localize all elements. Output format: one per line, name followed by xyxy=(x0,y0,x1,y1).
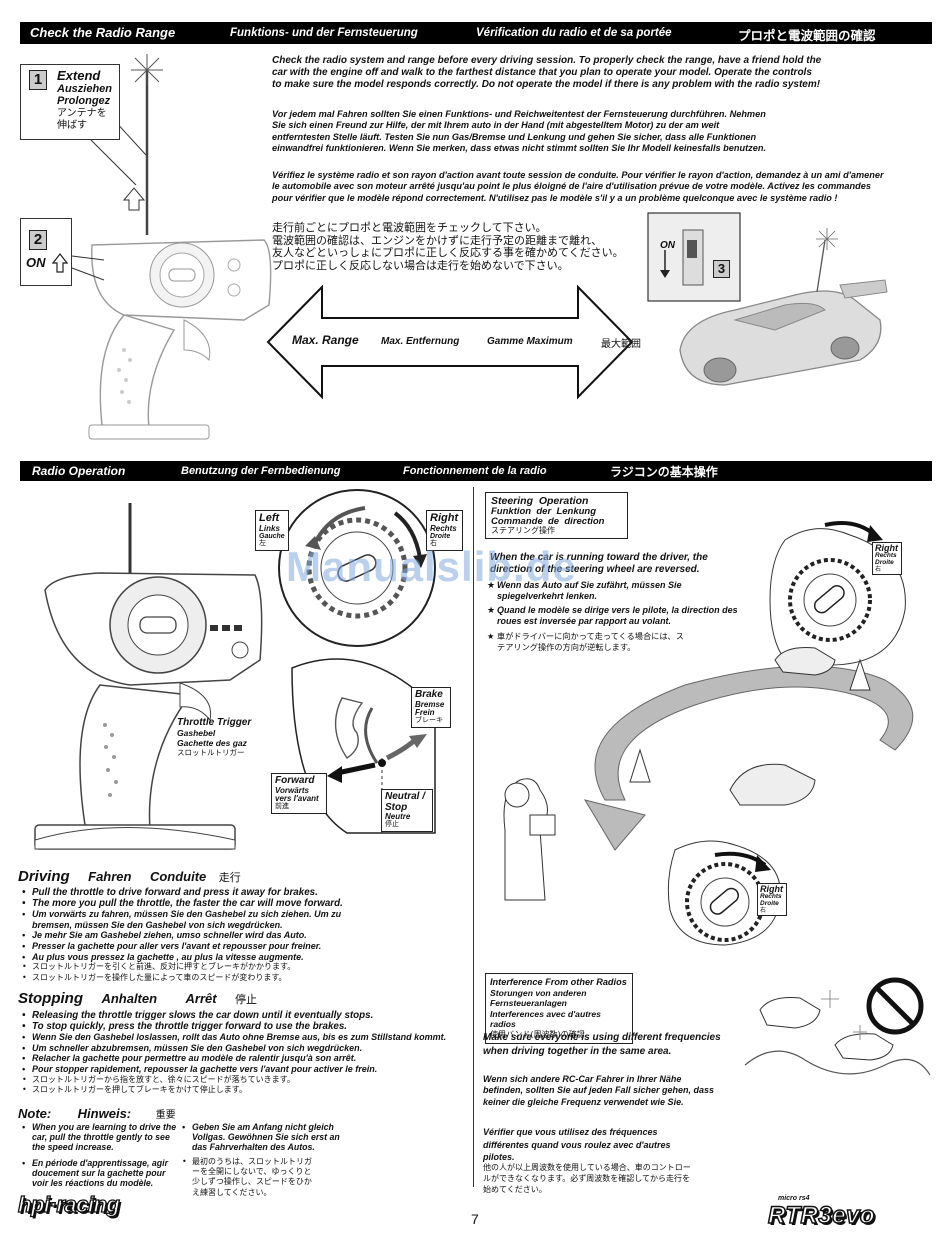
driving-bullet-8: スロットルトリガーを操作した量によって車のスピードが変わります。 xyxy=(20,973,450,984)
right-label-top: Right Rechts Droite 右 xyxy=(872,542,902,576)
step-2-on-label: ON xyxy=(26,255,46,270)
step-1-jp: アンテナを 伸ばす xyxy=(57,108,107,131)
stopping-bullets: Releasing the throttle trigger slows the… xyxy=(20,1010,465,1096)
radio-range-text-jp: 走行前ごとにプロポと電波範囲をチェックして下さい。 電波範囲の確認は、エンジンを… xyxy=(272,221,624,272)
driving-bullet-4: Je mehr Sie am Gashebel ziehen, umso sch… xyxy=(20,930,450,941)
brake-label: Brake Bremse Frein ブレーキ xyxy=(411,687,451,728)
bar2-title-en: Radio Operation xyxy=(32,464,126,478)
stopping-bullet-1: Releasing the throttle trigger slows the… xyxy=(20,1010,465,1022)
driving-bullet-2: The more you pull the throttle, the fast… xyxy=(20,898,450,910)
page-number: 7 xyxy=(471,1211,479,1227)
interference-illustration xyxy=(744,977,931,1076)
stopping-bullet-4: Um schneller abzubremsen, müssen Sie den… xyxy=(20,1043,465,1054)
step-1-fr: Prolongez xyxy=(57,95,111,107)
steering-text-fr: ★Quand le modèle se dirige vers le pilot… xyxy=(487,605,738,626)
radio-range-text-en: Check the radio system and range before … xyxy=(272,55,822,90)
stopping-bullet-2: To stop quickly, press the throttle trig… xyxy=(20,1021,465,1033)
driving-bullet-6: Au plus vous pressez la gachette , au pl… xyxy=(20,952,450,963)
note-left-fr: •En période d'apprentissage, agir doucem… xyxy=(22,1158,169,1189)
hpi-racing-logo: hpi·racing xyxy=(17,1191,120,1217)
bar-title-de: Funktions- und der Fernsteuerung xyxy=(230,27,418,39)
step-1-en: Extend xyxy=(57,68,101,83)
driving-bullet-3: Um vorwärts zu fahren, müssen Sie den Ga… xyxy=(20,909,380,930)
note-right-jp: •最初のうちは、スロットルトリガーを全開にしないで、ゆっくりと少しずつ操作し、ス… xyxy=(182,1157,312,1197)
steering-track-scene xyxy=(503,521,914,946)
step-1-de: Ausziehen xyxy=(57,83,113,95)
max-range-jp: 最大範囲 xyxy=(601,339,641,350)
driving-bullet-5: Presser la gachette pour aller vers l'av… xyxy=(20,941,450,952)
steering-text-jp: ★車がドライバーに向かって走ってくる場合には、ステアリング操作の方向が逆転します… xyxy=(487,631,684,652)
radio-range-text-fr: Vérifiez le système radio et son rayon d… xyxy=(272,170,884,203)
bar2-title-de: Benutzung der Fernbedienung xyxy=(181,465,341,477)
steering-wheel-zoom xyxy=(278,489,436,647)
rtr3evo-logo: RTR3evo xyxy=(767,1201,876,1230)
step-3-on-label: ON xyxy=(660,240,675,251)
forward-label: Forward Vorwärts vers l'avant 前進 xyxy=(271,773,327,814)
bar-title-en: Check the Radio Range xyxy=(30,25,176,40)
steering-operation-box: Steering Operation Funktion der Lenkung … xyxy=(485,492,628,540)
stopping-bullet-3: Wenn Sie den Gashebel loslassen, rollt d… xyxy=(20,1032,465,1043)
interference-text-en: Make sure everyone is using different fr… xyxy=(483,1032,721,1057)
bar2-title-jp: ラジコンの基本操作 xyxy=(610,465,718,479)
step-2-callout xyxy=(20,218,72,286)
interference-text-jp: 他の人が以上周波数を使用している場合、車のコントロールができなくなります。必ず周… xyxy=(483,1163,691,1194)
stopping-bullet-5: Relacher la gachette pour permettre au m… xyxy=(20,1053,465,1064)
note-title: Note: Hinweis: 重要 xyxy=(18,1106,176,1121)
driving-bullets: Pull the throttle to drive forward and p… xyxy=(20,887,450,984)
driving-bullet-7: スロットルトリガーを引くと前進、反対に押すとブレーキがかかります。 xyxy=(20,962,450,973)
up-arrow-icon xyxy=(52,253,68,273)
neutral-stop-label: Neutral / Stop Neutre 停止 xyxy=(381,789,433,832)
left-label: Left Links Gauche 左 xyxy=(255,510,289,551)
steering-text-en: When the car is running toward the drive… xyxy=(490,552,708,575)
transmitter-illustration-top xyxy=(63,54,272,440)
note-left-en: •When you are learning to drive the car,… xyxy=(22,1122,177,1153)
bar-title-fr: Vérification du radio et de sa portée xyxy=(476,27,672,39)
max-range-double-arrow xyxy=(266,285,634,400)
stopping-bullet-8: スロットルトリガーを押してブレーキをかけて停止します。 xyxy=(20,1085,465,1096)
bar-title-jp: プロポと電波範囲の確認 xyxy=(738,28,876,43)
right-label: Right Rechts Droite 右 xyxy=(426,510,463,551)
max-range-de: Max. Entfernung xyxy=(381,336,460,347)
car-with-switch-illustration xyxy=(647,212,888,386)
driving-title: Driving Fahren Conduite 走行 xyxy=(18,868,241,885)
throttle-trigger-label: Throttle Trigger Gashebel Gachette des g… xyxy=(177,717,252,758)
steering-text-de: ★Wenn das Auto auf Sie zufährt, müssen S… xyxy=(487,580,682,601)
stopping-bullet-7: スロットルトリガーから指を放すと、徐々にスピードが落ちていきます。 xyxy=(20,1075,465,1086)
interference-box: Interference From other Radios Storungen… xyxy=(485,973,633,1044)
section-bar-radio-range: Check the Radio Range Funktions- und der… xyxy=(20,22,932,44)
step-3-number: 3 xyxy=(713,260,730,278)
step-1-number-box: 1 xyxy=(29,70,47,90)
series-logo-small: micro rs4 xyxy=(778,1195,810,1202)
transmitter-illustration-operation xyxy=(34,503,263,850)
antenna-sparkle-icon xyxy=(131,54,163,86)
step-2-number: 2 xyxy=(29,230,47,250)
driving-bullet-1: Pull the throttle to drive forward and p… xyxy=(20,887,450,899)
interference-text-de: Wenn sich andere RC-Car Fahrer in Ihrer … xyxy=(483,1074,715,1107)
radio-range-text-de: Vor jedem mal Fahren sollten Sie einen F… xyxy=(272,109,767,153)
max-range-fr: Gamme Maximum xyxy=(487,336,573,347)
section-bar-radio-operation: Radio Operation Benutzung der Fernbedien… xyxy=(20,461,932,481)
stopping-bullet-6: Pour stopper rapidement, repousser la ga… xyxy=(20,1064,465,1075)
interference-text-fr: Vérifier que vous utilisez des fréquence… xyxy=(483,1127,671,1162)
stopping-title: Stopping Anhalten Arrêt 停止 xyxy=(18,990,258,1007)
note-right-de: •Geben Sie am Anfang nicht gleich Vollga… xyxy=(182,1122,340,1153)
bar2-title-fr: Fonctionnement de la radio xyxy=(403,465,547,477)
watermark-text: Manualslib.de xyxy=(286,543,577,590)
column-divider xyxy=(473,487,474,1187)
max-range-en: Max. Range xyxy=(292,333,359,347)
right-label-bottom: Right Rechts Droite 右 xyxy=(757,883,787,917)
